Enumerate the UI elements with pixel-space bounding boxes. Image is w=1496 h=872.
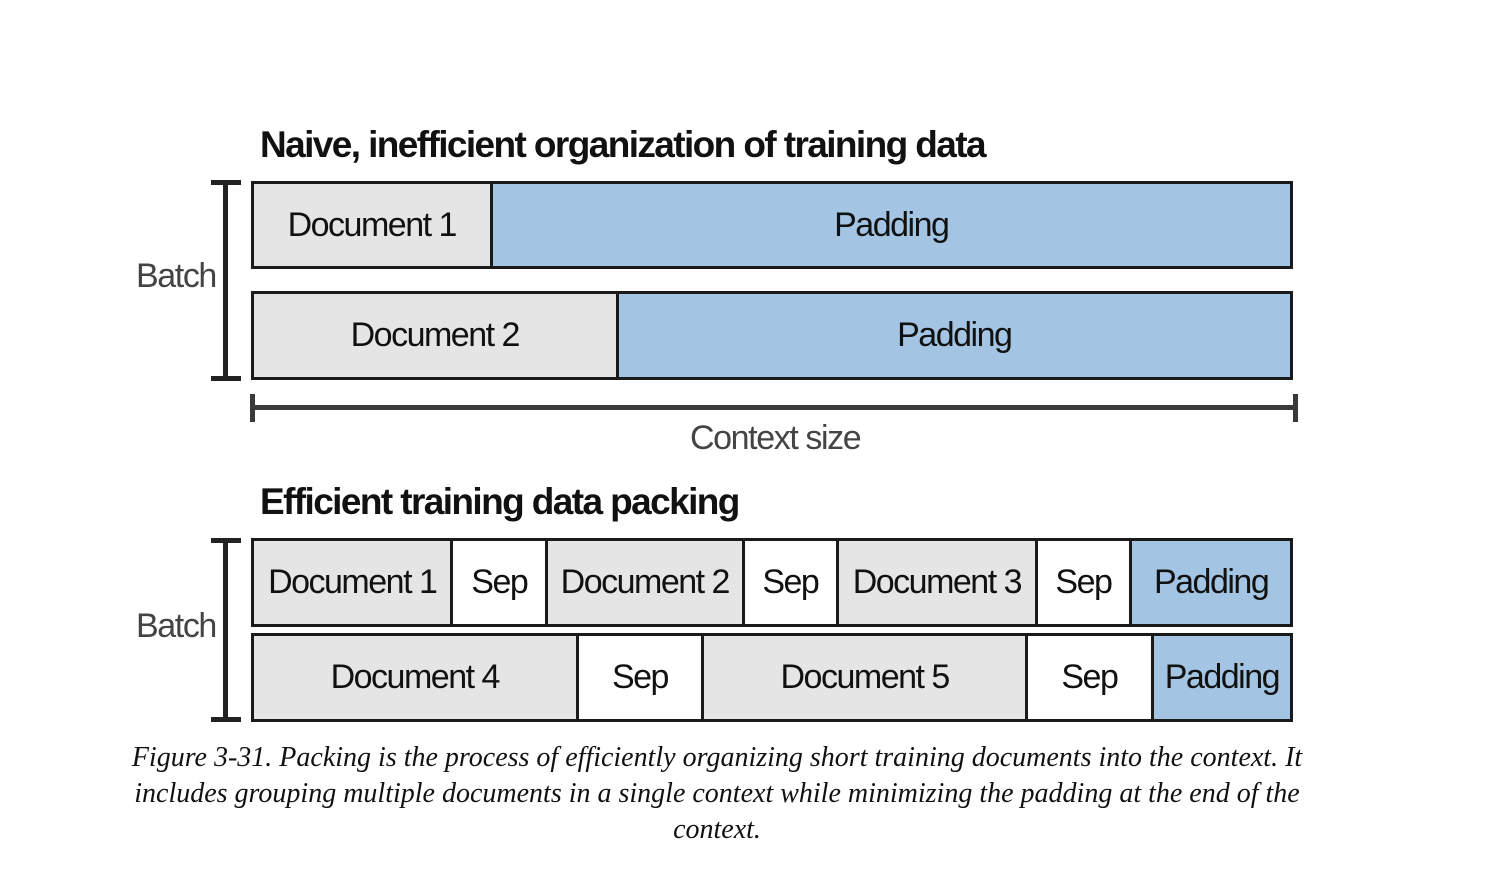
- naive-batch-bracket: [211, 180, 241, 381]
- packed-row-1-padding-cell: Padding: [1129, 541, 1291, 624]
- packed-row-2-separator-cell: Sep: [1024, 636, 1151, 719]
- figure-caption: Figure 3-31. Packing is the process of e…: [131, 742, 1303, 845]
- naive-row-2-document-cell: Document 2: [254, 294, 616, 377]
- context-size-line: [250, 394, 1298, 422]
- naive-row-1-padding-cell: Padding: [489, 184, 1290, 266]
- packed-row-2-document-cell: Document 5: [701, 636, 1025, 719]
- packed-row-1-separator-cell: Sep: [741, 541, 837, 624]
- packed-row-1-document-cell: Document 2: [545, 541, 742, 624]
- packed-row-2-padding-cell: Padding: [1150, 636, 1290, 719]
- packed-row-2-separator-cell: Sep: [575, 636, 702, 719]
- context-size-label: Context size: [690, 419, 862, 457]
- naive-section-title: Naive, inefficient organization of train…: [260, 124, 987, 165]
- naive-row-1-document-cell: Document 1: [254, 184, 490, 266]
- packed-row-1-document-cell: Document 1: [254, 541, 451, 624]
- packed-batch-bracket: [211, 538, 241, 722]
- packed-row-1-separator-cell: Sep: [450, 541, 546, 624]
- packed-row-1-separator-cell: Sep: [1034, 541, 1130, 624]
- packed-section-title: Efficient training data packing: [260, 481, 740, 522]
- packed-row-2-document-cell: Document 4: [254, 636, 576, 719]
- packed-batch-label: Batch: [136, 607, 217, 645]
- naive-row-2-padding-cell: Padding: [615, 294, 1290, 377]
- naive-batch-label: Batch: [136, 257, 217, 295]
- packed-row-1-document-cell: Document 3: [836, 541, 1035, 624]
